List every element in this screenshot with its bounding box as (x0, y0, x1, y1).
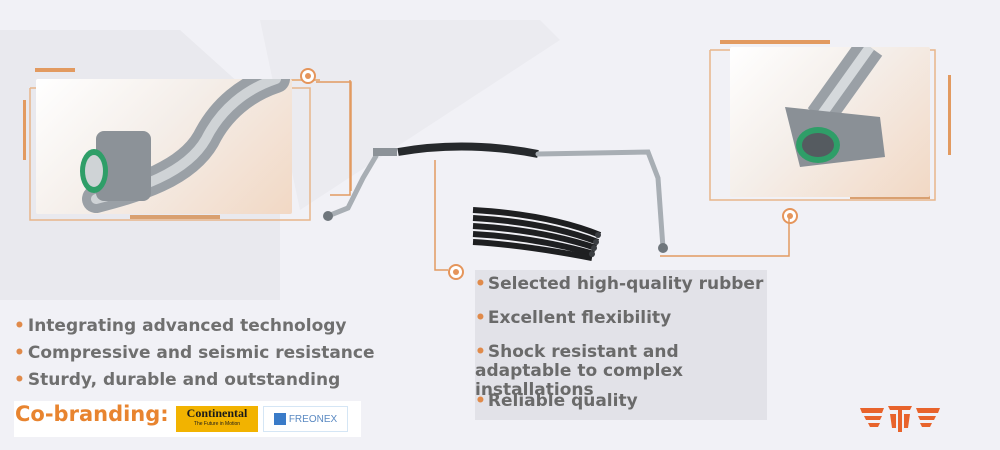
feature-item: Reliable quality (475, 392, 638, 411)
feature-item: Integrating advanced technology (14, 316, 375, 336)
center-connector-line (434, 160, 448, 271)
ac-hose-assembly (323, 142, 668, 253)
left-connector-line (316, 81, 352, 191)
feature-item: Excellent flexibility (475, 309, 671, 328)
target-marker-icon (300, 68, 316, 84)
feature-panel: Selected high-quality rubber Excellent f… (475, 270, 767, 420)
left-closeup-photo (36, 79, 292, 214)
feature-item: Sturdy, durable and outstanding (14, 370, 375, 390)
hose-end-closeup-right (785, 47, 885, 167)
feature-list-left: Integrating advanced technology Compress… (14, 316, 375, 397)
freonex-name: FREONEX (288, 413, 338, 425)
feature-item: Compressive and seismic resistance (14, 343, 375, 363)
continental-logo: Continental The Future in Motion (176, 406, 258, 432)
cobranding-label: Co-branding: (15, 402, 169, 426)
target-marker-icon (782, 208, 798, 224)
right-connector-line (660, 216, 790, 257)
hose-end-closeup-left (80, 79, 290, 213)
continental-name: Continental (186, 406, 248, 420)
right-closeup-photo (730, 47, 930, 197)
freonex-mark-icon (273, 413, 286, 425)
continental-tagline: The Future in Motion (193, 421, 241, 427)
freonex-logo: FREONEX (263, 406, 348, 432)
feature-item: Selected high-quality rubber (475, 275, 763, 294)
winged-logo-icon (860, 406, 940, 432)
target-marker-icon (448, 264, 464, 280)
rubber-tubes (472, 207, 602, 261)
